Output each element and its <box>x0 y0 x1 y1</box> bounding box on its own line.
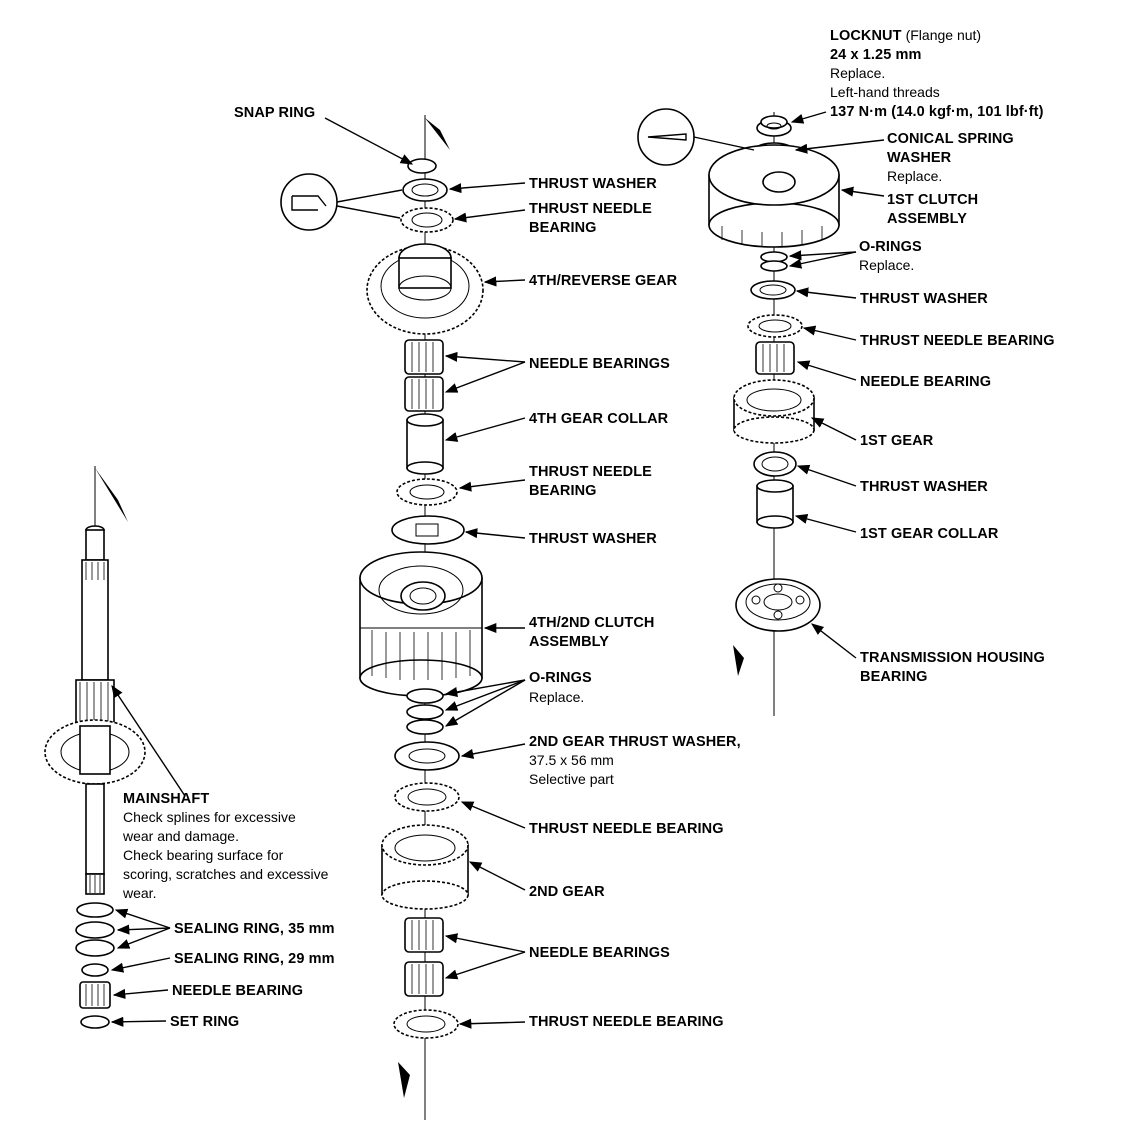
label-needle-bearings-c1: NEEDLE BEARINGS <box>529 356 670 372</box>
label-orings-right-replace: Replace. <box>859 257 914 273</box>
sealing-ring-35-part-1 <box>76 902 114 918</box>
leader-lines <box>110 111 885 1029</box>
thrust-needle-bearing-part-3 <box>394 782 460 812</box>
needle-bearing-part-l <box>79 981 111 1009</box>
sealing-ring-35-part-2 <box>75 921 115 939</box>
fourth-gear-collar-part <box>406 413 444 475</box>
label-locknut: LOCKNUT(Flange nut) <box>830 27 981 44</box>
label-orings-center-replace: Replace. <box>529 689 584 705</box>
label-thrust-needle-c1-bearing: BEARING <box>529 220 597 236</box>
label-needle-bearings-c2: NEEDLE BEARINGS <box>529 945 670 961</box>
snap-ring-detail-circle <box>280 173 338 231</box>
needle-bearing-part-r <box>755 341 795 375</box>
label-fourth-collar: 4TH GEAR COLLAR <box>529 411 669 427</box>
label-set-ring: SET RING <box>170 1014 239 1030</box>
thrust-washer-part-1 <box>402 178 448 202</box>
label-locknut-replace: Replace. <box>830 65 885 81</box>
label-first-clutch: 1ST CLUTCH <box>887 192 978 208</box>
label-thrust-washer-r2: THRUST WASHER <box>860 479 988 495</box>
mainshaft-assembly <box>44 466 146 1029</box>
label-mainshaft-note-2: wear and damage. <box>122 828 239 844</box>
sealing-ring-29-part <box>81 963 109 977</box>
right-assembly <box>637 108 840 716</box>
label-second-gear-washer-size: 37.5 x 56 mm <box>529 752 614 768</box>
o-ring-part-c3 <box>406 719 444 735</box>
label-first-clutch-assembly: ASSEMBLY <box>887 211 967 227</box>
label-sealing-35: SEALING RING, 35 mm <box>174 921 335 937</box>
clutch-42-assembly-part <box>359 551 483 697</box>
label-needle-bearing-l: NEEDLE BEARING <box>172 983 303 999</box>
thrust-needle-bearing-part-2 <box>396 478 458 506</box>
label-mainshaft-note-1: Check splines for excessive <box>123 809 296 825</box>
label-thrust-needle-c4: THRUST NEEDLE BEARING <box>529 1014 724 1030</box>
label-locknut-threads: Left-hand threads <box>830 84 940 100</box>
label-orings-right: O-RINGS <box>859 239 922 255</box>
first-gear-part <box>733 379 815 444</box>
label-thrust-needle-c2-bearing: BEARING <box>529 483 597 499</box>
center-top-arrow <box>425 118 450 150</box>
label-first-gear: 1ST GEAR <box>860 433 934 449</box>
label-thrust-washer-c1: THRUST WASHER <box>529 176 657 192</box>
label-mainshaft-note-5: wear. <box>122 885 156 901</box>
second-gear-thrust-washer-part <box>394 741 460 771</box>
label-thrust-needle-c1: THRUST NEEDLE <box>529 201 652 217</box>
label-mainshaft: MAINSHAFT <box>123 791 209 807</box>
label-snap-ring: SNAP RING <box>234 105 315 121</box>
label-second-gear-washer: 2ND GEAR THRUST WASHER, <box>529 734 741 750</box>
center-assembly <box>280 115 484 1120</box>
label-locknut-torque: 137 N·m (14.0 kgf·m, 101 lbf·ft) <box>830 104 1044 120</box>
housing-bearing-part <box>735 578 821 632</box>
right-bottom-arrow <box>733 645 744 676</box>
label-orings-center: O-RINGS <box>529 670 592 686</box>
label-second-gear: 2ND GEAR <box>529 884 605 900</box>
second-gear-part <box>381 824 469 910</box>
mainshaft-top-arrow <box>95 468 128 522</box>
label-second-gear-washer-selective: Selective part <box>529 771 614 787</box>
label-needle-bearing-r: NEEDLE BEARING <box>860 374 991 390</box>
label-thrust-washer-r1: THRUST WASHER <box>860 291 988 307</box>
locknut-part <box>756 115 792 137</box>
thrust-needle-bearing-part-4 <box>393 1009 459 1039</box>
needle-bearings-part-1 <box>404 339 444 412</box>
label-mainshaft-note-4: scoring, scratches and excessive <box>123 866 329 882</box>
label-conical-washer: WASHER <box>887 150 952 166</box>
thrust-washer-part-2 <box>391 515 465 545</box>
label-housing: TRANSMISSION HOUSING <box>860 650 1045 666</box>
label-thrust-needle-c3: THRUST NEEDLE BEARING <box>529 821 724 837</box>
o-ring-part-c1 <box>406 688 444 704</box>
o-ring-part-r2 <box>760 260 788 272</box>
label-first-collar: 1ST GEAR COLLAR <box>860 526 999 542</box>
label-thrust-needle-r: THRUST NEEDLE BEARING <box>860 333 1055 349</box>
center-bottom-arrow <box>398 1062 410 1098</box>
label-reverse-gear: 4TH/REVERSE GEAR <box>529 273 678 289</box>
label-clutch42: 4TH/2ND CLUTCH <box>529 615 654 631</box>
label-locknut-size: 24 x 1.25 mm <box>830 47 922 63</box>
o-ring-part-c2 <box>406 704 444 720</box>
label-sealing-29: SEALING RING, 29 mm <box>174 951 335 967</box>
label-thrust-washer-c2: THRUST WASHER <box>529 531 657 547</box>
thrust-washer-part-r1 <box>750 280 796 300</box>
snap-ring-part <box>407 158 437 174</box>
sealing-ring-35-part-3 <box>75 939 115 957</box>
needle-bearings-part-2 <box>404 917 444 997</box>
label-housing-bearing: BEARING <box>860 669 928 685</box>
label-thrust-needle-c2: THRUST NEEDLE <box>529 464 652 480</box>
label-mainshaft-note-3: Check bearing surface for <box>123 847 284 863</box>
label-conical-spring: CONICAL SPRING <box>887 131 1014 147</box>
label-conical-replace: Replace. <box>887 168 942 184</box>
thrust-washer-part-r2 <box>753 451 797 477</box>
set-ring-part <box>80 1015 110 1029</box>
first-gear-collar-part <box>756 479 794 529</box>
mainshaft-part <box>44 525 146 895</box>
first-clutch-assembly-part <box>708 144 840 248</box>
reverse-gear-part <box>366 243 484 335</box>
thrust-needle-bearing-part-r <box>747 314 803 338</box>
thrust-needle-bearing-part-1 <box>400 207 454 233</box>
label-clutch42-assembly: ASSEMBLY <box>529 634 609 650</box>
labels: LOCKNUT(Flange nut) 24 x 1.25 mm Replace… <box>122 27 1055 1030</box>
conical-washer-detail-circle <box>637 108 695 166</box>
